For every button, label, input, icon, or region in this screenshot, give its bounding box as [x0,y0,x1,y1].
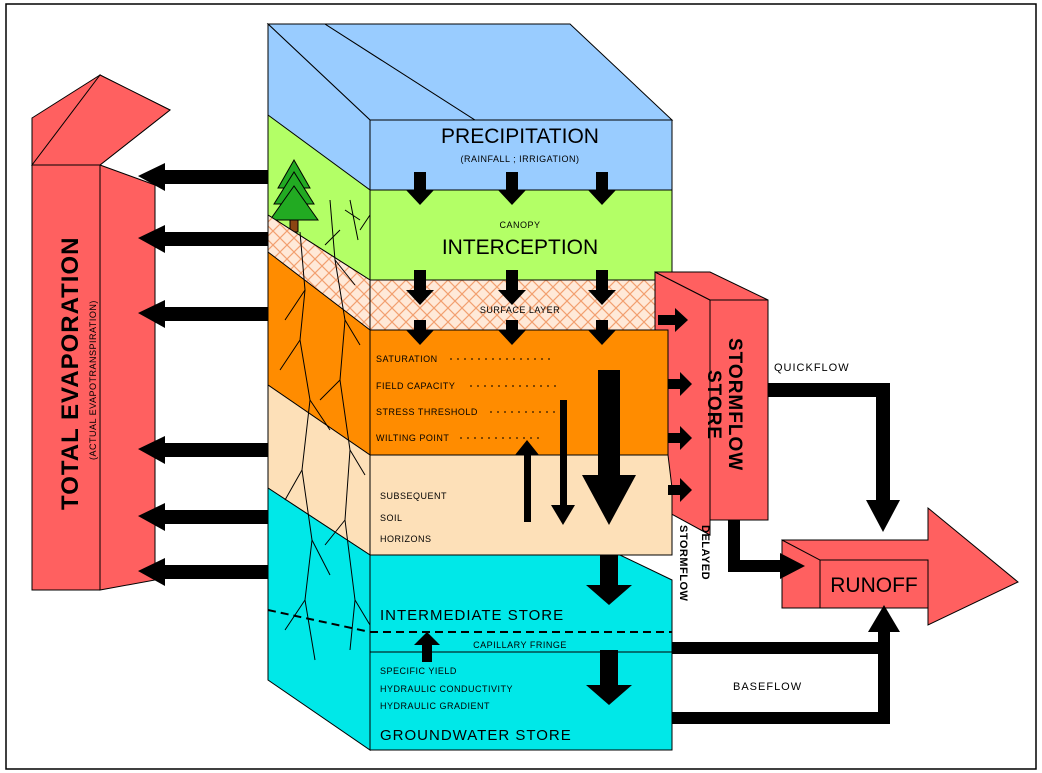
delayed-stormflow-label-2: STORMFLOW [677,525,689,602]
total-evaporation-label: TOTAL EVAPORATION [57,237,84,510]
horizons-label: HORIZONS [380,534,432,544]
saturation-label: SATURATION [376,354,438,364]
hydraulic-gradient-label: HYDRAULIC GRADIENT [380,701,490,711]
stormflow-store-label-1: STORMFLOW [724,338,745,471]
interception-label: INTERCEPTION [442,236,598,259]
soil-label: SOIL [380,513,403,523]
hydraulic-conductivity-label: HYDRAULIC CONDUCTIVITY [380,684,513,694]
surface-layer-label: SURFACE LAYER [480,305,560,315]
stress-threshold-label: STRESS THRESHOLD [376,407,478,417]
capillary-fringe-label: CAPILLARY FRINGE [473,640,567,650]
precipitation-label: PRECIPITATION [441,125,599,148]
canopy-label: CANOPY [499,220,540,230]
groundwater-store-label: GROUNDWATER STORE [380,727,572,744]
quickflow-label: QUICKFLOW [774,362,850,374]
subsequent-label: SUBSEQUENT [380,491,447,501]
baseflow-label: BASEFLOW [733,681,802,693]
intermediate-store-label: INTERMEDIATE STORE [380,607,564,624]
runoff-label: RUNOFF [830,574,918,597]
field-capacity-label: FIELD CAPACITY [376,381,455,391]
precipitation-sublabel: (RAINFALL ; IRRIGATION) [460,154,579,164]
total-evaporation-sublabel: (ACTUAL EVAPOTRANSPIRATION) [88,300,98,460]
stormflow-store-label-2: STORE [703,370,724,440]
specific-yield-label: SPECIFIC YIELD [380,666,457,676]
wilting-point-label: WILTING POINT [376,433,449,443]
delayed-stormflow-label-1: DELAYED [699,525,711,580]
